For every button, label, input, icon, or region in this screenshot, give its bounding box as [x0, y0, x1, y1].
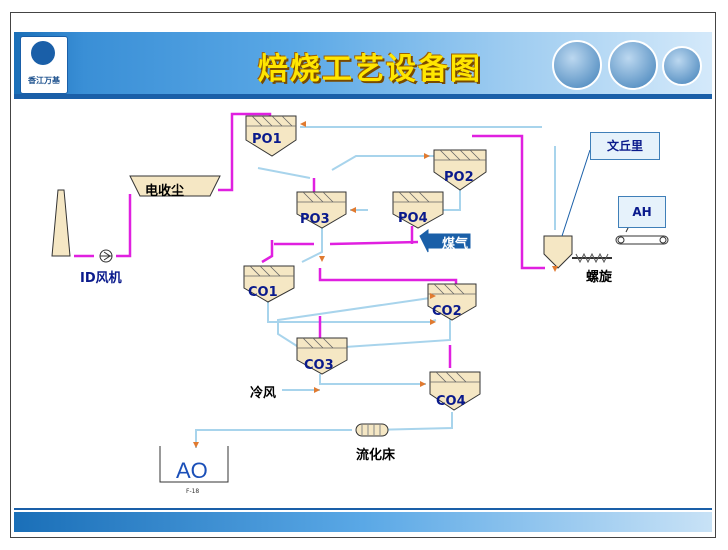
cold-air-label: 冷风 — [250, 386, 277, 401]
co4-label: CO4 — [436, 394, 466, 409]
po2-label: PO2 — [444, 170, 474, 185]
power-tower-icon — [552, 40, 602, 90]
ao-sublabel: F-18 — [186, 488, 200, 495]
po1-label: PO1 — [252, 132, 282, 147]
ao-label: AO — [176, 458, 208, 483]
header-divider — [14, 94, 712, 99]
co3-label: CO3 — [304, 358, 334, 373]
satellite-icon — [662, 46, 702, 86]
ah-box: AH — [618, 196, 666, 228]
transmission-line-icon — [608, 40, 658, 90]
po4-label: PO4 — [398, 211, 428, 226]
co1-label: CO1 — [248, 285, 278, 300]
slide-frame — [10, 12, 716, 538]
screw-label: 螺旋 — [586, 270, 613, 285]
logo-text: 香江万基 — [28, 75, 60, 85]
po3-label: PO3 — [300, 212, 330, 227]
page-title: 焙烧工艺设备图 — [258, 52, 482, 87]
venturi-box: 文丘里 — [590, 132, 660, 160]
co2-label: CO2 — [432, 304, 462, 319]
company-logo: 香江万基 — [20, 36, 68, 94]
gas-label: 煤气 — [442, 237, 469, 252]
id-fan-label: ID风机 — [80, 271, 122, 286]
esp-label: 电收尘 — [145, 184, 185, 199]
footer-banner — [14, 512, 712, 532]
fluid-bed-label: 流化床 — [356, 448, 396, 463]
footer-divider — [14, 508, 712, 510]
logo-emblem-icon — [31, 41, 55, 65]
